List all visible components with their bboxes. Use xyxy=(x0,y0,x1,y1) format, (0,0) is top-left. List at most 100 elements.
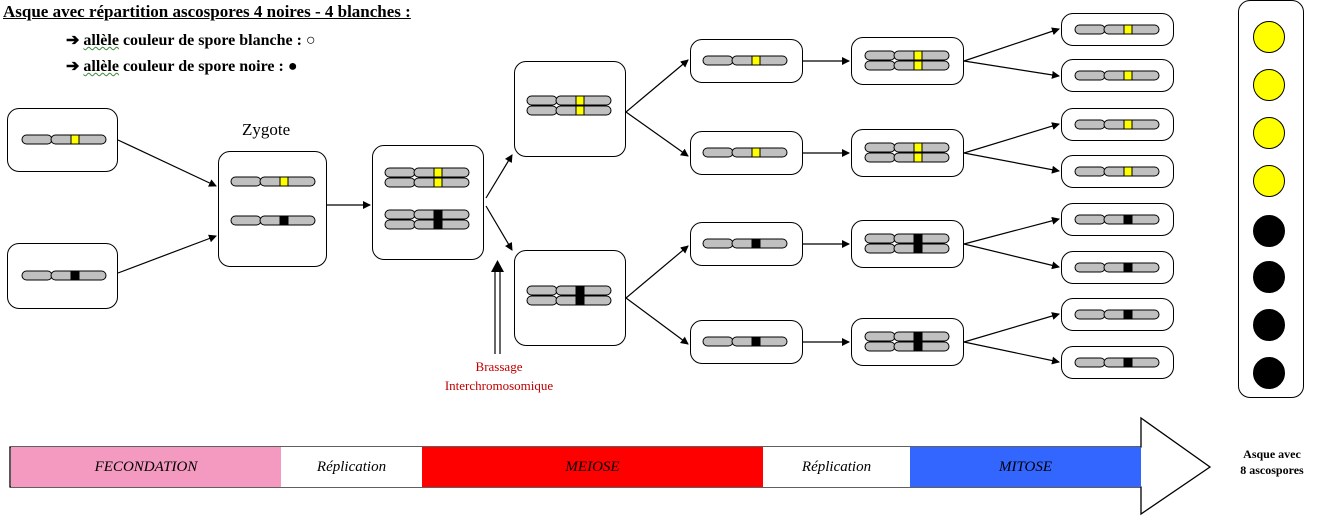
arrow xyxy=(117,234,217,274)
arrow xyxy=(625,245,689,299)
chromosome xyxy=(526,285,612,296)
allele-black-marker xyxy=(751,238,761,249)
chromosome xyxy=(1074,214,1160,225)
chromosome xyxy=(1074,70,1160,81)
allele-black-marker xyxy=(1123,309,1133,320)
timeline-segment-replication-1: Réplication xyxy=(281,447,422,487)
arrow xyxy=(625,297,689,345)
allele-white-marker xyxy=(913,60,923,71)
arrow xyxy=(963,60,1060,79)
allele-black-marker xyxy=(279,215,289,226)
chromosome xyxy=(864,233,950,244)
allele-black-marker xyxy=(913,233,923,244)
chromosome xyxy=(864,50,950,61)
ascospore-white xyxy=(1253,165,1285,197)
arrow xyxy=(963,152,1060,174)
arrow xyxy=(485,205,513,251)
chromosome xyxy=(526,295,612,306)
legend-white-allele: ➔ allèle couleur de spore blanche : ○ xyxy=(66,32,316,49)
timeline-segment-fecondation: FECONDATION xyxy=(11,447,281,487)
allele-white-marker xyxy=(1123,166,1133,177)
allele-white-marker xyxy=(1123,70,1133,81)
arrow xyxy=(963,312,1060,343)
allele-white-marker xyxy=(1123,119,1133,130)
chromosome xyxy=(864,142,950,153)
allele-black-marker xyxy=(575,285,585,296)
chromosome xyxy=(702,147,788,158)
chromosome xyxy=(702,238,788,249)
allele-white-marker xyxy=(1123,24,1133,35)
allele-white-marker xyxy=(751,55,761,66)
chromosome xyxy=(1074,309,1160,320)
allele-white-marker xyxy=(70,134,80,145)
chromosome xyxy=(526,95,612,106)
allele-white-marker xyxy=(751,147,761,158)
timeline-segment-replication-2: Réplication xyxy=(763,447,910,487)
allele-black-marker xyxy=(433,219,443,230)
ascospore-black xyxy=(1253,215,1285,247)
arrow xyxy=(625,59,689,113)
chromosome xyxy=(21,270,107,281)
ascospore-white xyxy=(1253,21,1285,53)
allele-black-marker xyxy=(1123,214,1133,225)
allele-black-marker xyxy=(913,341,923,352)
chromosome xyxy=(526,105,612,116)
chromosome xyxy=(864,331,950,342)
chromosome xyxy=(1074,119,1160,130)
arrow xyxy=(117,139,217,187)
arrow xyxy=(963,341,1060,365)
allele-black-marker xyxy=(913,331,923,342)
allele-black-marker xyxy=(751,336,761,347)
allele-white-marker xyxy=(575,105,585,116)
chromosome xyxy=(384,219,470,230)
chromosome xyxy=(864,60,950,71)
arrow xyxy=(963,216,1060,245)
allele-white-marker xyxy=(913,142,923,153)
allele-black-marker xyxy=(1123,357,1133,368)
allele-white-marker xyxy=(913,152,923,163)
chromosome xyxy=(230,215,316,226)
allele-white-marker xyxy=(575,95,585,106)
legend-black-allele: ➔ allèle couleur de spore noire : ● xyxy=(66,58,298,75)
allele-white-marker xyxy=(279,176,289,187)
chromosome xyxy=(384,167,470,178)
arrow xyxy=(485,154,513,199)
chromosome xyxy=(864,152,950,163)
allele-black-marker xyxy=(1123,262,1133,273)
chromosome xyxy=(21,134,107,145)
ascospore-white xyxy=(1253,117,1285,149)
chromosome xyxy=(1074,166,1160,177)
ascospore-black xyxy=(1253,261,1285,293)
allele-black-marker xyxy=(433,209,443,220)
chromosome xyxy=(1074,24,1160,35)
arrow xyxy=(963,27,1060,62)
timeline-segment-meiose: MEIOSE xyxy=(422,447,763,487)
zygote-label: Zygote xyxy=(242,120,291,139)
diagram-title: Asque avec répartition ascospores 4 noir… xyxy=(3,2,411,21)
allele-black-marker xyxy=(575,295,585,306)
allele-white-marker xyxy=(433,177,443,188)
chromosome xyxy=(230,176,316,187)
chromosome xyxy=(1074,357,1160,368)
chromosome xyxy=(1074,262,1160,273)
ascospore-white xyxy=(1253,69,1285,101)
allele-white-marker xyxy=(913,50,923,61)
arrow xyxy=(963,243,1060,270)
ascospore-black xyxy=(1253,357,1285,389)
ascospore-black xyxy=(1253,309,1285,341)
chromosome xyxy=(864,341,950,352)
chromosome xyxy=(702,55,788,66)
allele-white-marker xyxy=(433,167,443,178)
zygote-cell xyxy=(218,151,327,267)
allele-black-marker xyxy=(70,270,80,281)
replicated-zygote-cell xyxy=(372,145,484,260)
arrow xyxy=(625,111,689,157)
brassage-arrow xyxy=(494,272,501,354)
chromosome xyxy=(702,336,788,347)
chromosome xyxy=(864,243,950,254)
timeline-segment-mitose: MITOSE xyxy=(910,447,1141,487)
allele-black-marker xyxy=(913,243,923,254)
